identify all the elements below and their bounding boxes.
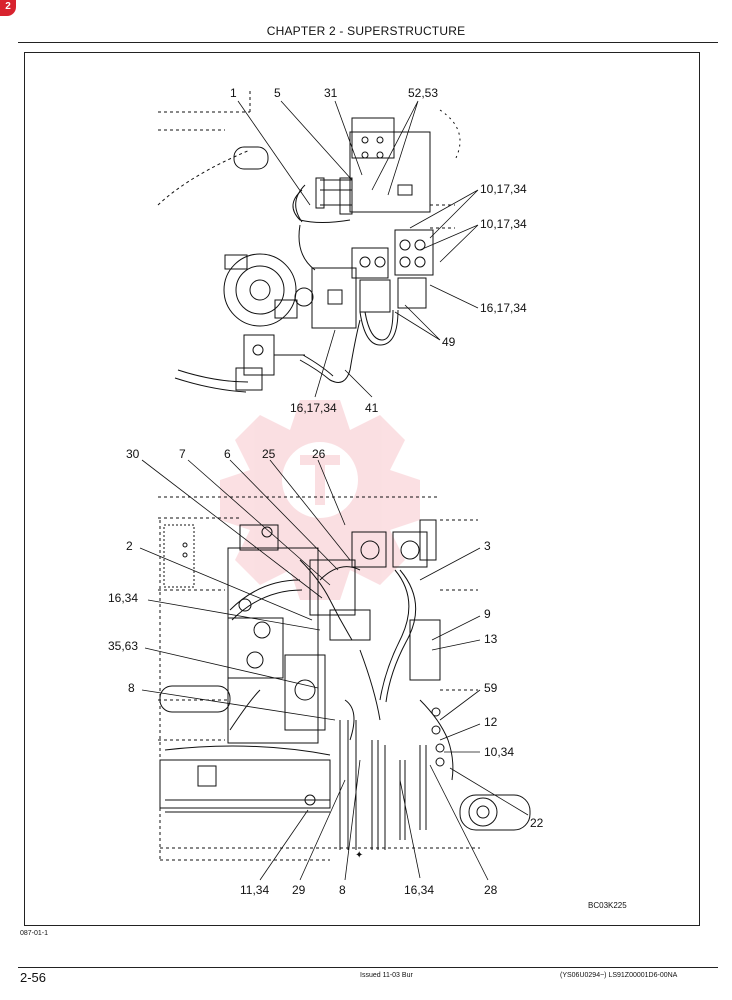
top-view-leaders bbox=[237, 100, 479, 398]
callout-label: 12 bbox=[484, 715, 498, 729]
callout-label: 25 bbox=[262, 447, 276, 461]
callout-label: 52,53 bbox=[408, 86, 438, 100]
figure-code: BC03K225 bbox=[588, 901, 627, 910]
callout-label: 49 bbox=[442, 335, 456, 349]
svg-text:✦: ✦ bbox=[355, 850, 363, 861]
callout-label: 6 bbox=[224, 447, 231, 461]
callout-label: 10,17,34 bbox=[480, 217, 527, 231]
page-number: 2-56 bbox=[20, 970, 47, 985]
callout-label: 22 bbox=[530, 816, 544, 830]
chapter-badge: 2 bbox=[0, 0, 16, 16]
callout-label: 28 bbox=[484, 883, 498, 897]
top-view bbox=[157, 88, 461, 393]
callout-label: 13 bbox=[484, 632, 498, 646]
callout-label: 26 bbox=[312, 447, 326, 461]
callout-label: 59 bbox=[484, 681, 498, 695]
callout-label: 41 bbox=[365, 401, 379, 415]
callout-label: 5 bbox=[274, 86, 281, 100]
reference-code: 087-01-1 bbox=[20, 930, 49, 937]
top-view-callouts: 1 5 31 52,53 10,17,34 10,17,34 16,17,34 … bbox=[230, 86, 527, 415]
issued-note: Issued 11-03 Bur bbox=[360, 972, 413, 979]
bottom-view-leaders bbox=[139, 459, 529, 881]
watermark-logo bbox=[220, 400, 420, 600]
document-reference: (YS06U0294~) LS91Z00001D6-00NA bbox=[560, 972, 678, 979]
callout-label: 7 bbox=[179, 447, 186, 461]
callout-label: 8 bbox=[339, 883, 346, 897]
callout-label: 16,34 bbox=[404, 883, 434, 897]
figure-frame bbox=[24, 52, 700, 926]
bottom-view-callouts: 30 7 6 25 26 3 2 16,34 9 13 35,63 8 59 1… bbox=[108, 447, 544, 897]
callout-label: 31 bbox=[324, 86, 338, 100]
callout-label: 10,34 bbox=[484, 745, 514, 759]
callout-label: 1 bbox=[230, 86, 237, 100]
bottom-view: ✦ bbox=[158, 496, 531, 861]
callout-label: 11,34 bbox=[240, 883, 269, 897]
header-rule bbox=[18, 42, 718, 43]
page-title: CHAPTER 2 - SUPERSTRUCTURE bbox=[266, 24, 466, 38]
callout-label: 3 bbox=[484, 539, 491, 553]
callout-label: 16,34 bbox=[108, 591, 138, 605]
callout-label: 16,17,34 bbox=[480, 301, 527, 315]
callout-label: 8 bbox=[128, 681, 135, 695]
callout-label: 9 bbox=[484, 607, 491, 621]
callout-label: 30 bbox=[126, 447, 140, 461]
callout-label: 2 bbox=[126, 539, 133, 553]
footer-rule bbox=[18, 967, 718, 968]
callout-label: 16,17,34 bbox=[290, 401, 337, 415]
callout-label: 10,17,34 bbox=[480, 182, 527, 196]
callout-label: 35,63 bbox=[108, 639, 138, 653]
callout-label: 29 bbox=[292, 883, 306, 897]
